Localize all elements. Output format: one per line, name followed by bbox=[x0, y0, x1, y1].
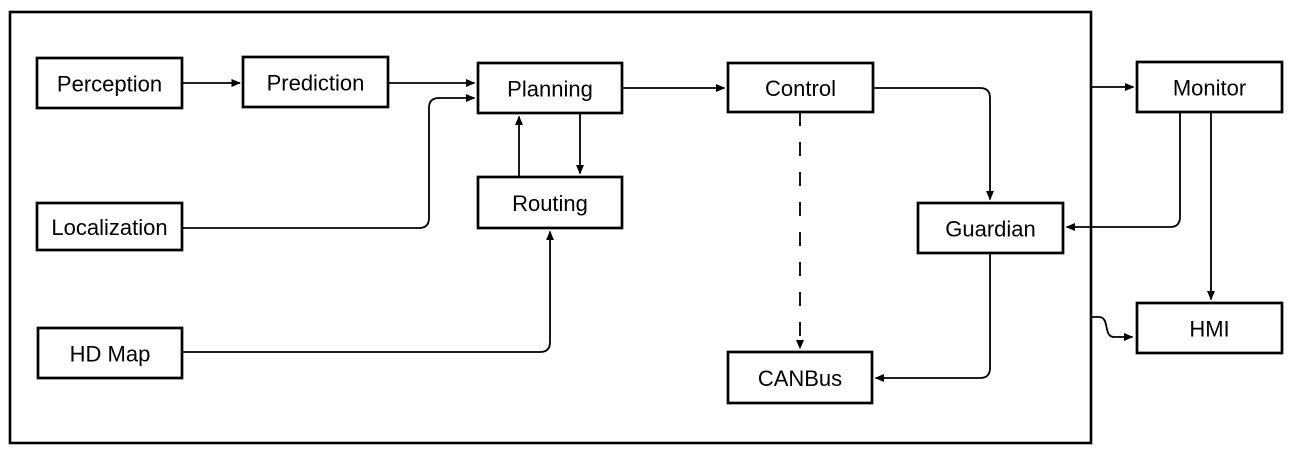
node-guardian: Guardian bbox=[916, 201, 1065, 255]
node-perception-label: Perception bbox=[57, 72, 162, 97]
node-guardian-box bbox=[916, 201, 1065, 255]
node-hmi-box bbox=[1135, 301, 1284, 355]
edge-guardian-to-canbus bbox=[874, 253, 991, 382]
node-hmi-label: HMI bbox=[1189, 317, 1229, 342]
node-control: Control bbox=[726, 61, 875, 114]
edge-hdmap-to-routing bbox=[182, 230, 554, 353]
node-routing: Routing bbox=[476, 175, 624, 230]
node-perception-box bbox=[35, 56, 184, 110]
node-routing-box bbox=[476, 175, 624, 230]
edge-control-to-guardian bbox=[873, 87, 994, 201]
node-prediction: Prediction bbox=[241, 55, 390, 109]
node-canbus: CANBus bbox=[726, 350, 874, 405]
node-hdmap-label: HD Map bbox=[70, 342, 151, 367]
node-prediction-box bbox=[241, 55, 390, 109]
edge-localization-to-planning bbox=[182, 94, 476, 229]
edge-monitor-to-guardian bbox=[1065, 112, 1181, 231]
node-perception: Perception bbox=[35, 56, 184, 110]
node-monitor-box bbox=[1135, 60, 1284, 114]
node-routing-label: Routing bbox=[512, 191, 588, 216]
node-localization-box bbox=[35, 201, 184, 252]
node-hdmap-box bbox=[36, 326, 184, 380]
node-control-box bbox=[726, 61, 875, 114]
node-hdmap: HD Map bbox=[36, 326, 184, 380]
node-monitor: Monitor bbox=[1135, 60, 1284, 114]
node-canbus-label: CANBus bbox=[758, 366, 842, 391]
node-planning-label: Planning bbox=[507, 77, 593, 102]
node-control-label: Control bbox=[765, 76, 836, 101]
node-monitor-label: Monitor bbox=[1173, 76, 1246, 101]
node-planning: Planning bbox=[476, 61, 624, 115]
node-planning-box bbox=[476, 61, 624, 115]
node-guardian-label: Guardian bbox=[945, 217, 1036, 242]
node-canbus-box bbox=[726, 350, 874, 405]
edge-frame-to-hmi bbox=[1091, 316, 1134, 341]
node-localization: Localization bbox=[35, 201, 184, 252]
node-hmi: HMI bbox=[1135, 301, 1284, 355]
node-prediction-label: Prediction bbox=[267, 71, 365, 96]
node-localization-label: Localization bbox=[51, 215, 167, 240]
